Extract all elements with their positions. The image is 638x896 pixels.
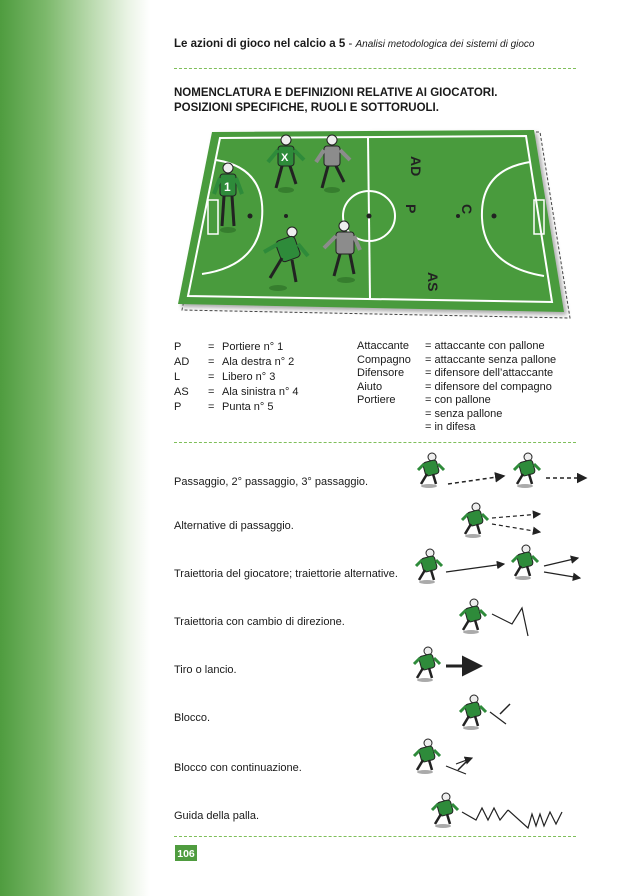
symbol-label-blocco: Blocco. xyxy=(174,712,211,724)
header-separator: - xyxy=(345,38,356,50)
symbols-art xyxy=(412,452,588,830)
divider-top xyxy=(174,68,576,69)
symbol-label-passaggio: Passaggio, 2° passaggio, 3° passaggio. xyxy=(174,476,369,488)
symbol-player-icon xyxy=(458,598,488,634)
label-c: C xyxy=(459,204,475,214)
center-circle xyxy=(342,190,396,242)
legend-def-row: Portiere= con pallone xyxy=(357,394,491,406)
legend-role-row: L=Libero n° 3 xyxy=(174,371,276,383)
pitch-svg: AD P C AS 1 X xyxy=(178,130,571,319)
player-defender-top xyxy=(314,134,352,193)
right-goal xyxy=(533,199,545,235)
goalkeeper-number: 1 xyxy=(224,180,231,194)
pitch-outer-line xyxy=(186,134,554,304)
symbol-player-icon xyxy=(412,738,442,774)
page-number: 106 xyxy=(174,844,198,862)
section-title: NOMENCLATURA E DEFINIZIONI RELATIVE AI G… xyxy=(174,86,594,116)
legend-def-row: = in difesa xyxy=(425,421,476,433)
legend-def-row: Compagno= attaccante senza pallone xyxy=(357,353,557,366)
legend-role-row: P=Punta n° 5 xyxy=(174,401,274,413)
symbol-label-blocco-continuazione: Blocco con continuazione. xyxy=(174,762,302,774)
symbol-label-alternative: Alternative di passaggio. xyxy=(174,520,294,532)
right-penalty-spot xyxy=(491,213,497,219)
player-defender-bottom xyxy=(322,220,362,283)
symbol-label-traiettoria: Traiettoria del giocatore; traiettorie a… xyxy=(174,568,398,580)
section-title-line1: NOMENCLATURA E DEFINIZIONI RELATIVE AI G… xyxy=(174,87,498,99)
page-header: Le azioni di gioco nel calcio a 5 - Anal… xyxy=(174,38,594,50)
symbol-label-tiro: Tiro o lancio. xyxy=(174,664,237,676)
player-goalkeeper: 1 xyxy=(212,162,244,233)
legend-role-row: AS=Ala sinistra n° 4 xyxy=(174,386,299,398)
symbol-player-icon xyxy=(458,694,488,730)
symbol-player-icon xyxy=(412,646,442,682)
label-as: AS xyxy=(425,272,441,291)
legend-definitions: Attaccante= attaccante con pallone Compa… xyxy=(357,340,597,435)
pitch-diagram: AD P C AS 1 X xyxy=(178,128,580,324)
header-title: Le azioni di gioco nel calcio a 5 xyxy=(174,38,346,50)
section-title-line2: POSIZIONI SPECIFICHE, RUOLI E SOTTORUOLI… xyxy=(174,102,439,114)
legend-role-row: P=Portiere n° 1 xyxy=(174,341,284,353)
legend-def-row: Attaccante= attaccante con pallone xyxy=(357,340,545,352)
pitch-field xyxy=(178,130,564,312)
symbol-label-cambio-direzione: Traiettoria con cambio di direzione. xyxy=(174,616,345,628)
divider-bottom xyxy=(174,836,576,837)
left-penalty-area xyxy=(201,159,264,275)
right-penalty-area xyxy=(480,161,545,277)
divider-middle xyxy=(174,442,576,443)
symbol-player-icon xyxy=(510,544,540,580)
side-gradient xyxy=(0,0,150,896)
symbol-player-icon xyxy=(430,792,460,828)
header-subtitle: Analisi metodologica dei sistemi di gioc… xyxy=(355,39,535,50)
symbol-player-icon xyxy=(416,452,446,488)
legend-role-row: AD=Ala destra n° 2 xyxy=(174,356,295,368)
left-penalty-spot xyxy=(247,213,253,219)
label-p: P xyxy=(403,204,419,213)
attacker-mark: X xyxy=(281,152,289,164)
left-goal xyxy=(207,199,219,235)
player-attacker-top: X xyxy=(266,134,306,193)
player-attacker-bottom xyxy=(263,226,310,291)
legend-def-row: Difensore= difensore dell’attaccante xyxy=(357,367,554,379)
symbol-player-icon xyxy=(512,452,542,488)
symbol-player-icon xyxy=(414,548,444,584)
center-spot xyxy=(366,213,372,219)
symbol-label-guida-palla: Guida della palla. xyxy=(174,810,260,822)
symbol-player-icon xyxy=(460,502,490,538)
legend-def-row: = senza pallone xyxy=(425,407,503,420)
label-ad: AD xyxy=(408,156,424,176)
legend-roles: P=Portiere n° 1 AD=Ala destra n° 2 L=Lib… xyxy=(174,340,354,415)
legend-def-row: Aiuto= difensore del compagno xyxy=(357,380,552,393)
